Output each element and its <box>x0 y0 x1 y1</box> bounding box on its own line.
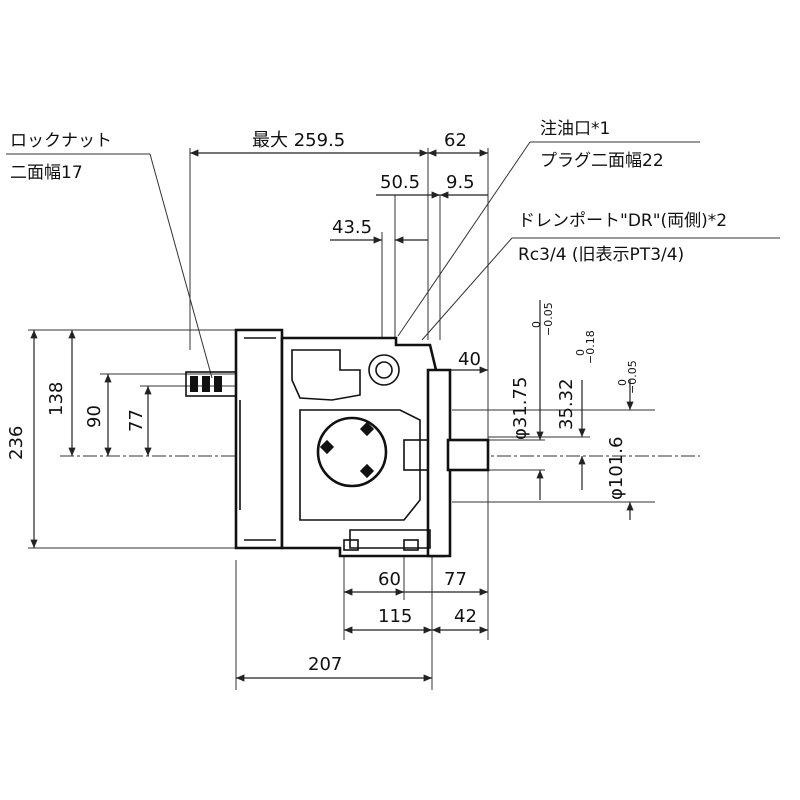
dim-138: 138 <box>46 382 67 416</box>
locknut-block-3 <box>214 376 222 392</box>
bolt-2 <box>359 421 375 437</box>
pump-body <box>185 328 490 558</box>
dim-pilot-tol-upper: 0 <box>616 379 629 386</box>
drain-port-label: ドレンポート"DR"(両側)*2 <box>518 211 727 231</box>
locknut-width-label: 二面幅17 <box>10 163 83 183</box>
dim-77-left: 77 <box>126 409 147 432</box>
dim-60: 60 <box>378 569 401 590</box>
shaft-seal <box>403 439 429 471</box>
drain-leader <box>421 237 513 341</box>
dim-shaft-tol-upper: 0 <box>530 321 543 328</box>
dim-key-tol-upper: 0 <box>574 349 587 356</box>
dim-77-bottom: 77 <box>444 569 467 590</box>
locknut-block-1 <box>190 376 198 392</box>
oil-inlet-plug-inner <box>375 361 393 379</box>
dim-pilot-tol-lower: −0.05 <box>626 360 639 394</box>
locknut-block-2 <box>202 376 210 392</box>
base-rib <box>349 529 431 549</box>
dim-key-tol-lower: −0.18 <box>584 330 597 364</box>
locknut-leader <box>149 153 213 379</box>
drain-thread-label: Rc3/4 (旧表示PT3/4) <box>518 245 684 265</box>
end-cover <box>234 328 284 550</box>
bolt-3 <box>359 463 375 479</box>
plug-width-label: プラグ二面幅22 <box>540 151 664 171</box>
drive-shaft <box>446 438 490 472</box>
foot-right <box>403 539 419 551</box>
dim-62: 62 <box>444 130 467 151</box>
internal-contour-main <box>299 409 421 521</box>
dim-pilot-dia: φ101.6 <box>606 437 627 500</box>
bolt-1 <box>319 439 335 455</box>
internal-contour-upper <box>291 349 361 401</box>
end-cover-details <box>239 337 276 541</box>
dim-43-5: 43.5 <box>332 217 372 238</box>
dim-42: 42 <box>454 606 477 627</box>
dim-9-5: 9.5 <box>446 172 475 193</box>
dim-90: 90 <box>84 405 105 428</box>
mounting-flange <box>426 368 452 558</box>
dim-max-length: 最大 259.5 <box>252 130 345 151</box>
dim-115: 115 <box>378 606 412 627</box>
dim-shaft-tol-lower: −0.05 <box>542 302 555 336</box>
foot-left <box>343 539 359 551</box>
dim-key-height: 35.32 <box>556 378 577 430</box>
oil-inlet-label: 注油口*1 <box>540 119 610 139</box>
adjust-screw <box>185 371 237 397</box>
dim-207: 207 <box>308 654 342 675</box>
dim-50-5: 50.5 <box>380 172 420 193</box>
locknut-label: ロックナット <box>10 131 112 151</box>
dim-shaft-dia: φ31.75 <box>510 377 531 440</box>
oil-inlet-plug <box>368 354 400 386</box>
dim-40: 40 <box>458 349 481 370</box>
dim-236: 236 <box>6 426 27 460</box>
oil-inlet-leader <box>397 141 531 337</box>
